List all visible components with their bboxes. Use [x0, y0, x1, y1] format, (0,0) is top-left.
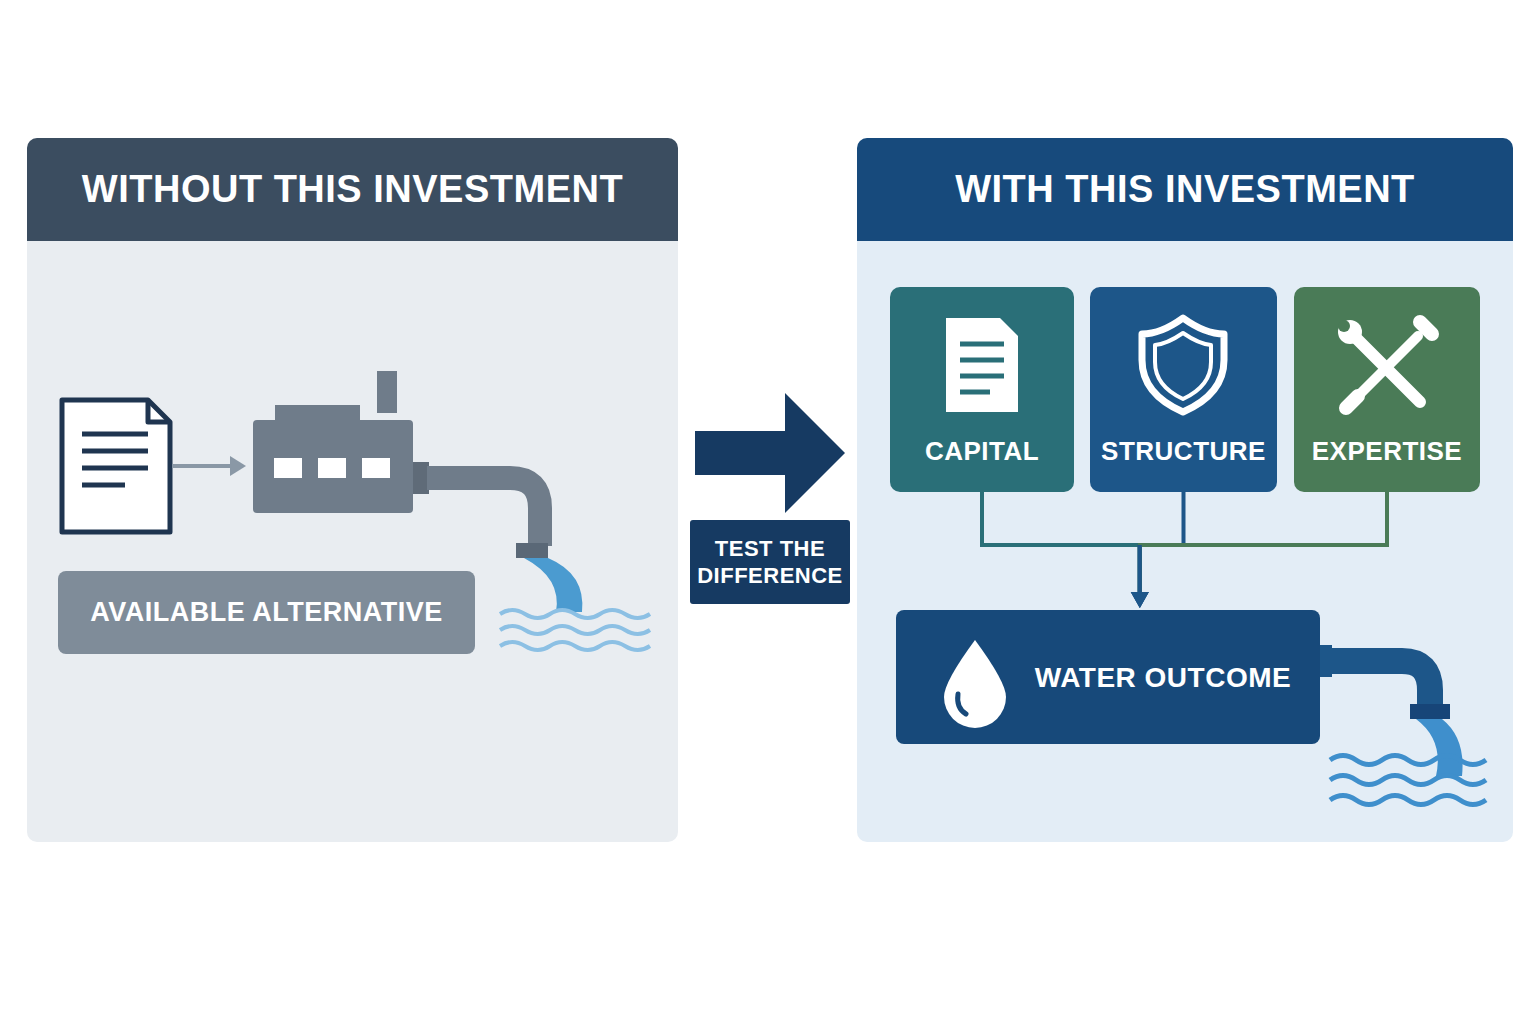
connector-line [982, 492, 1140, 594]
node-label: STRUCTURE [1101, 435, 1266, 468]
arrow-head [785, 393, 845, 513]
panel-header-band: WITHOUT THIS INVESTMENT [27, 138, 678, 241]
connector-stem [1138, 545, 1142, 594]
document-icon [62, 400, 170, 532]
node-label: AVAILABLE ALTERNATIVE [90, 596, 442, 630]
connector-stem [1138, 545, 1142, 594]
connector [1131, 492, 1387, 608]
shield-icon [1142, 318, 1224, 412]
node-label: WATER OUTCOME [1035, 660, 1291, 695]
connector [1131, 492, 1184, 608]
node-label: CAPITAL [925, 435, 1039, 468]
water-drop-icon [944, 640, 1006, 728]
tools-icon [1338, 320, 1432, 408]
test-box: TEST THE DIFFERENCE [690, 520, 850, 604]
arrow-head [1131, 592, 1149, 608]
tile-label-area: CAPITAL [894, 429, 1070, 473]
panel-heading: WITH THIS INVESTMENT [955, 166, 1415, 214]
factory-icon [253, 371, 429, 513]
panel-header-band: WITH THIS INVESTMENT [857, 138, 1513, 241]
alternative-box: AVAILABLE ALTERNATIVE [58, 571, 475, 654]
water-waves [500, 610, 650, 650]
small-arrow [172, 456, 246, 476]
block-arrow-shaft [695, 431, 785, 475]
tile-label-area: EXPERTISE [1298, 429, 1476, 473]
connector-line [1140, 492, 1387, 594]
capital-icon [946, 318, 1018, 412]
node-label: TEST THE DIFFERENCE [697, 535, 843, 590]
connector-stem [1138, 545, 1142, 594]
node-label: EXPERTISE [1312, 435, 1462, 468]
expertise-box: EXPERTISE [1294, 287, 1480, 492]
connector [695, 393, 845, 513]
outflow-pipe [427, 478, 582, 612]
scenario-panel: WITH THIS INVESTMENT CAPITAL STRUCTURE EXPE… [857, 138, 1513, 842]
connector [982, 492, 1149, 608]
arrow-head [1131, 592, 1149, 608]
panel-heading: WITHOUT THIS INVESTMENT [82, 166, 623, 214]
outcome-label-area: WATER OUTCOME [1026, 610, 1300, 744]
arrow-head [1131, 592, 1149, 608]
tile-label-area: STRUCTURE [1094, 429, 1273, 473]
water-waves [1330, 756, 1486, 805]
